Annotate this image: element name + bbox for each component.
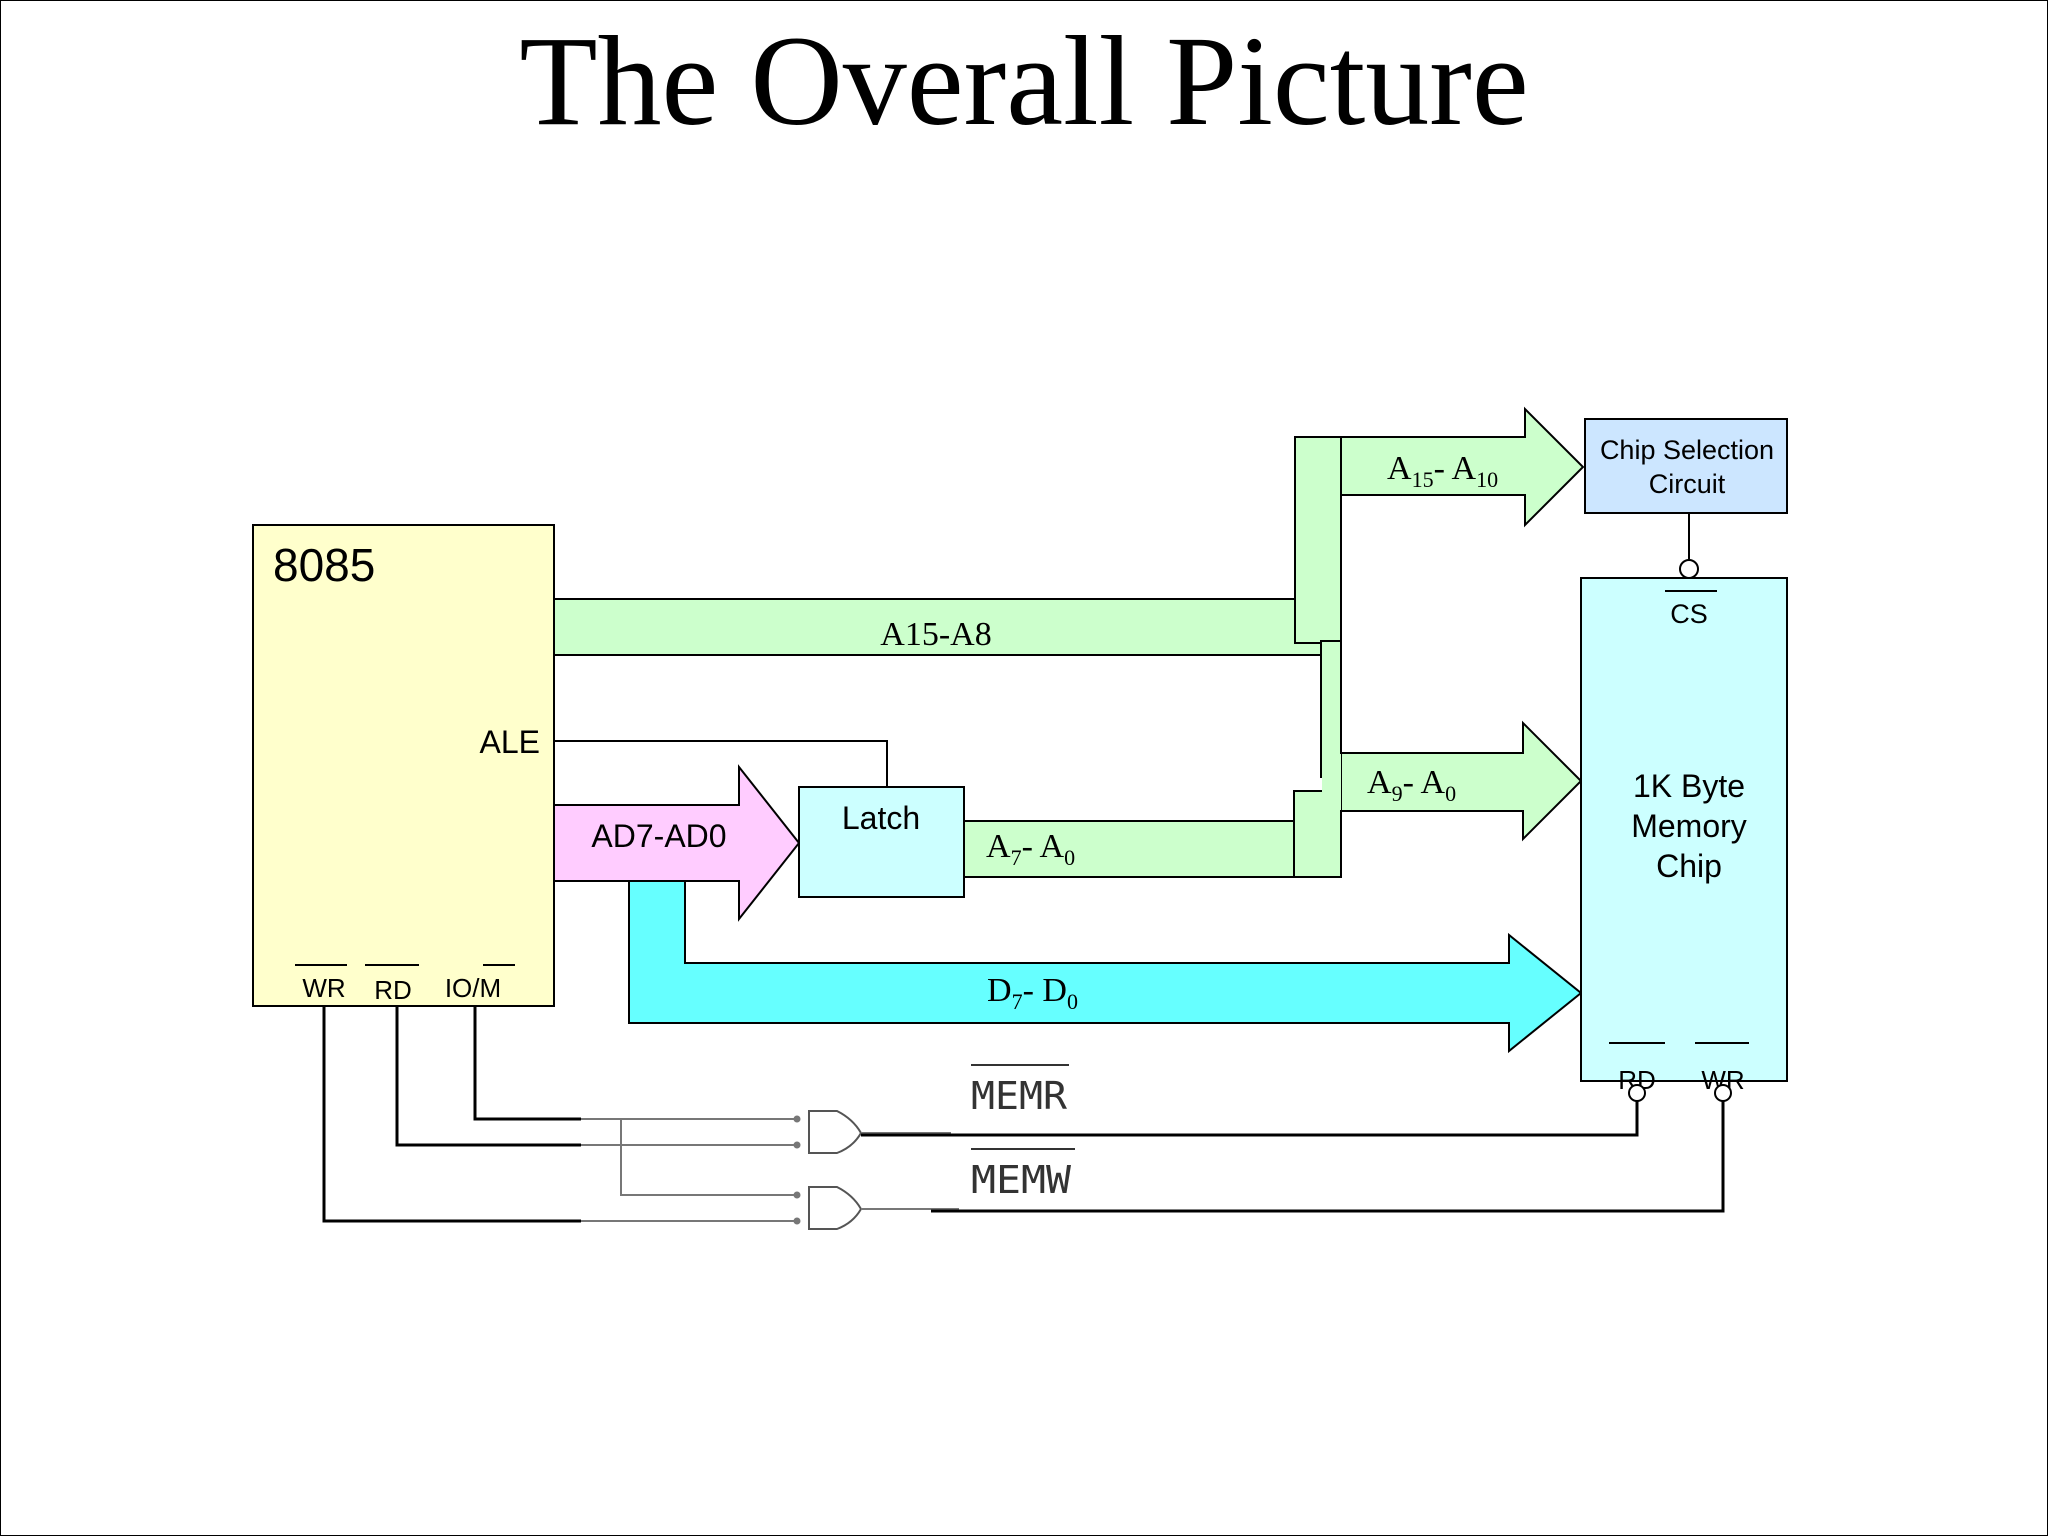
rd-wire bbox=[395, 1006, 581, 1147]
chip-selection-line2: Circuit bbox=[1649, 469, 1726, 499]
memw-label: MEMW bbox=[971, 1158, 1071, 1202]
memory-line2: Memory bbox=[1631, 808, 1747, 844]
ale-line bbox=[554, 740, 888, 789]
a15-a10-arrow bbox=[1340, 406, 1585, 528]
slide-title: The Overall Picture bbox=[519, 10, 1529, 152]
memr-wire bbox=[861, 1101, 1639, 1137]
memr-label: MEMR bbox=[971, 1074, 1067, 1118]
mem-rd-bubble bbox=[1628, 1084, 1646, 1102]
memory-line3: Chip bbox=[1656, 848, 1722, 884]
ad7-ad0-label: AD7-AD0 bbox=[591, 818, 726, 854]
a15-a8-bus bbox=[553, 598, 1341, 656]
a7-a0-bus bbox=[963, 820, 1295, 878]
memory-chip-block bbox=[1580, 577, 1788, 1082]
cs-bubble bbox=[1679, 559, 1699, 579]
a15-a8-label: A15-A8 bbox=[880, 616, 991, 653]
wr-pin-label: WR bbox=[302, 973, 345, 1003]
a15-a10-label: A15- A10 bbox=[1387, 450, 1498, 492]
cs-pin-label: CS bbox=[1670, 599, 1708, 629]
mem-wr-bubble bbox=[1714, 1084, 1732, 1102]
ad7-ad0-arrow bbox=[553, 764, 801, 922]
gate-input-wiring bbox=[581, 1118, 797, 1222]
chip-selection-line1: Chip Selection bbox=[1600, 435, 1774, 465]
a9-a0-label: A9- A0 bbox=[1367, 764, 1456, 806]
a9-a0-arrow bbox=[1340, 720, 1583, 842]
ale-pin-label: ALE bbox=[480, 724, 540, 760]
memw-wire bbox=[931, 1101, 1725, 1213]
latch-block bbox=[798, 786, 965, 898]
chip-selection-block bbox=[1584, 418, 1788, 514]
gate-input-dots bbox=[793, 1115, 801, 1225]
a15-a10-riser bbox=[1294, 436, 1342, 644]
data-bus-join bbox=[631, 964, 687, 1022]
d7-d0-arrow bbox=[684, 932, 1583, 1054]
memory-line1: 1K Byte bbox=[1633, 768, 1745, 804]
memr-gate bbox=[808, 1110, 863, 1154]
wr-wire bbox=[322, 1006, 581, 1223]
a7-a0-label: A7- A0 bbox=[986, 828, 1075, 870]
cpu-label: 8085 bbox=[273, 539, 375, 591]
latch-label: Latch bbox=[842, 800, 920, 836]
iom-pin-label: IO/M bbox=[445, 973, 501, 1003]
d7-d0-label: D7- D0 bbox=[987, 972, 1078, 1014]
memw-gate bbox=[808, 1186, 863, 1230]
a9-a0-join bbox=[1322, 754, 1341, 810]
rd-pin-label: RD bbox=[374, 975, 412, 1005]
iom-wire bbox=[473, 1006, 581, 1121]
cpu-8085-block bbox=[252, 524, 555, 1007]
